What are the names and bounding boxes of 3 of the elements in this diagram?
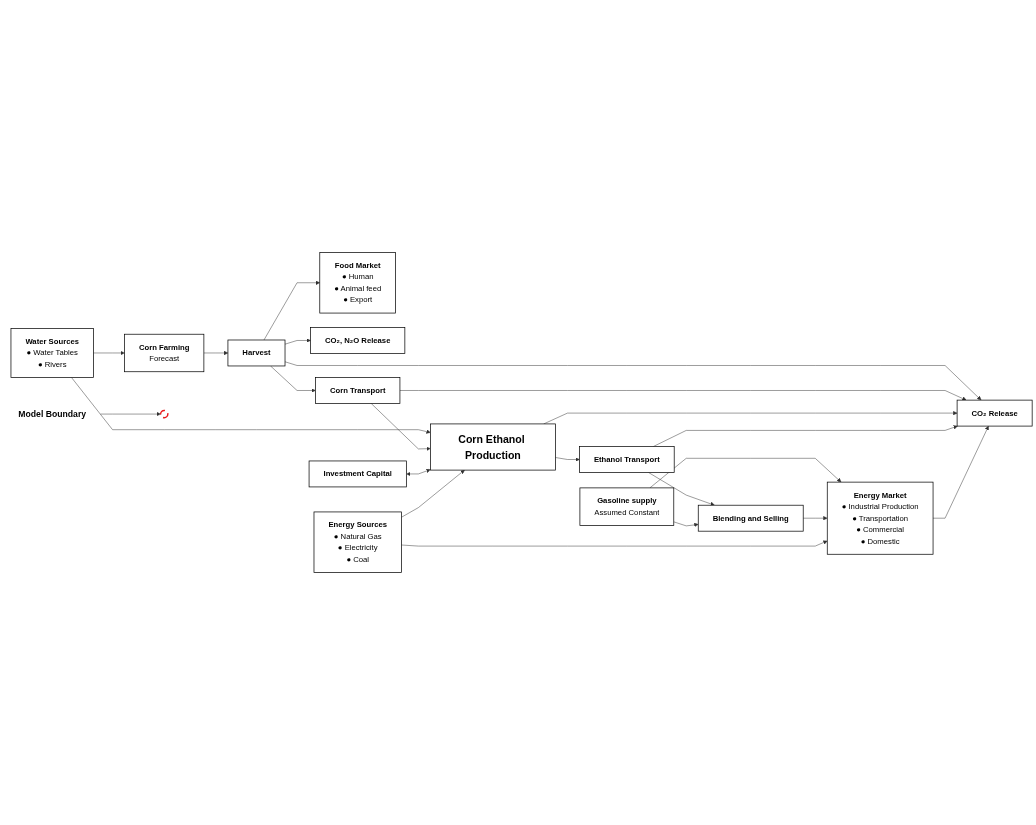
node-box: Corn Ethanol Production bbox=[430, 423, 556, 471]
node-text: Model Boundary bbox=[18, 409, 87, 419]
node-circle bbox=[159, 409, 169, 419]
